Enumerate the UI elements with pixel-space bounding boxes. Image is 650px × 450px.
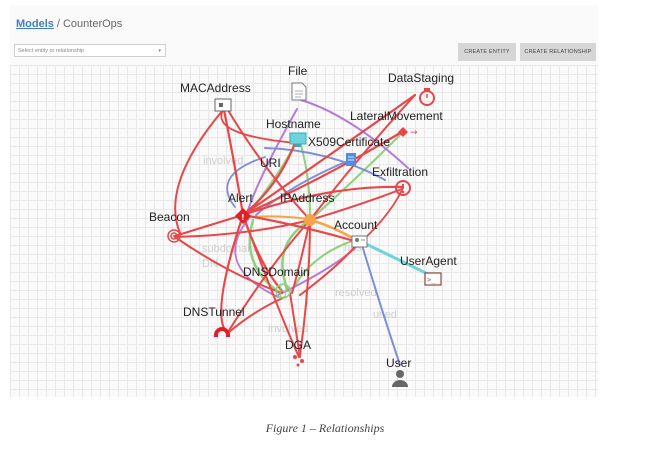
node-label: DataStaging (388, 71, 454, 85)
node-alert[interactable]: ! Alert (228, 191, 253, 224)
beacon-icon (167, 229, 181, 243)
chevron-down-icon: ▾ (158, 48, 161, 54)
node-label: Alert (228, 191, 253, 205)
node-hostname[interactable]: Hostname (266, 117, 321, 147)
edge-label: used (373, 309, 397, 321)
edge[interactable] (174, 236, 283, 294)
node-macaddress[interactable]: MACAddress (180, 81, 251, 112)
node-x509certificate[interactable]: X509Certificate (308, 135, 390, 166)
node-user[interactable]: User (386, 356, 411, 387)
node-label: UserAgent (400, 254, 457, 268)
breadcrumb-current: CounterOps (62, 18, 123, 30)
edge[interactable] (234, 216, 279, 298)
node-account[interactable]: Account (334, 218, 378, 248)
edge[interactable] (224, 104, 311, 221)
breadcrumb: Models/CounterOps (16, 18, 122, 30)
graph-canvas[interactable]: involved subdomain DN resolved used invo… (10, 65, 598, 397)
edge-label: resolved (335, 287, 377, 299)
edge[interactable] (227, 296, 286, 334)
edge[interactable] (309, 94, 416, 221)
svg-text:>_: >_ (427, 276, 436, 284)
terminal-icon (424, 272, 442, 286)
user-icon (396, 370, 404, 378)
node-useragent[interactable]: >_ UserAgent (400, 254, 457, 286)
edge[interactable] (227, 219, 311, 333)
node-label: Account (334, 218, 378, 232)
dga-icon (293, 355, 297, 359)
node-label: X509Certificate (308, 135, 390, 149)
node-file[interactable]: File (288, 65, 308, 101)
alert-icon (235, 208, 251, 224)
relationship-graph: involved subdomain DN resolved used invo… (149, 65, 457, 387)
node-label: User (386, 356, 411, 370)
edge[interactable] (360, 240, 432, 277)
edge-label: subdomain (202, 243, 256, 255)
node-label: DNSDomain (243, 265, 310, 279)
node-dnsdomain[interactable]: DNSDomain (243, 265, 310, 299)
node-label: MACAddress (180, 81, 251, 95)
certificate-icon (346, 153, 356, 166)
app-window: Models/CounterOps Select entity or relat… (10, 5, 598, 397)
node-ipaddress[interactable]: IPAddress (280, 191, 334, 226)
edge[interactable] (299, 141, 311, 218)
node-dnstunnel[interactable]: DNSTunnel (183, 305, 245, 337)
edge-label: involved (203, 155, 243, 167)
node-label: DNSTunnel (183, 305, 245, 319)
node-dga[interactable]: DGA (285, 338, 311, 367)
edge[interactable] (226, 156, 266, 208)
computer-icon (289, 132, 307, 145)
node-label: File (288, 65, 308, 78)
edge[interactable] (241, 213, 360, 244)
edge[interactable] (174, 219, 311, 238)
edge[interactable] (309, 134, 401, 221)
figure-caption: Figure 1 – Relationships (265, 421, 385, 435)
edge[interactable] (241, 93, 417, 217)
breadcrumb-models-link[interactable]: Models (16, 18, 54, 30)
edge[interactable] (361, 244, 401, 366)
select-placeholder: Select entity or relationship (18, 48, 85, 54)
node-uri[interactable]: URI (260, 156, 281, 170)
edge-label: involved (268, 323, 308, 335)
node-label: DGA (285, 338, 311, 352)
node-label: Exfiltration (372, 165, 428, 179)
tunnel-icon (214, 327, 230, 337)
node-datastaging[interactable]: DataStaging (388, 71, 454, 106)
node-label: Hostname (266, 117, 321, 131)
breadcrumb-separator: / (56, 18, 60, 30)
edge[interactable] (299, 219, 311, 356)
edge[interactable] (289, 292, 301, 358)
file-icon (291, 82, 307, 101)
ip-address-icon (304, 214, 316, 226)
edge[interactable] (241, 185, 404, 217)
create-relationship-button[interactable]: CREATE RELATIONSHIP (520, 43, 596, 61)
node-beacon[interactable]: Beacon (149, 210, 190, 243)
node-exfiltration[interactable]: Exfiltration (372, 165, 428, 196)
edge[interactable] (174, 109, 224, 234)
svg-text:!: ! (241, 213, 245, 222)
edge[interactable] (291, 219, 311, 294)
move-arrows-icon (398, 127, 408, 137)
node-label: Beacon (149, 210, 190, 224)
edge[interactable] (221, 103, 245, 217)
node-label: IPAddress (280, 191, 334, 205)
edge[interactable] (359, 189, 403, 244)
edge[interactable] (309, 188, 403, 221)
entity-relationship-select[interactable]: Select entity or relationship ▾ (14, 44, 166, 57)
node-lateralmovement[interactable]: → LateralMovement (350, 109, 443, 138)
svg-text:→: → (410, 128, 418, 138)
edge[interactable] (241, 131, 402, 217)
exfiltration-icon (395, 180, 411, 196)
account-card-icon (351, 235, 368, 248)
node-label: LateralMovement (350, 109, 443, 123)
edge[interactable] (300, 99, 409, 169)
edge[interactable] (220, 109, 297, 144)
node-label: URI (260, 156, 281, 170)
edge[interactable] (291, 239, 356, 292)
create-entity-button[interactable]: CREATE ENTITY (458, 43, 516, 61)
edge[interactable] (248, 218, 282, 295)
